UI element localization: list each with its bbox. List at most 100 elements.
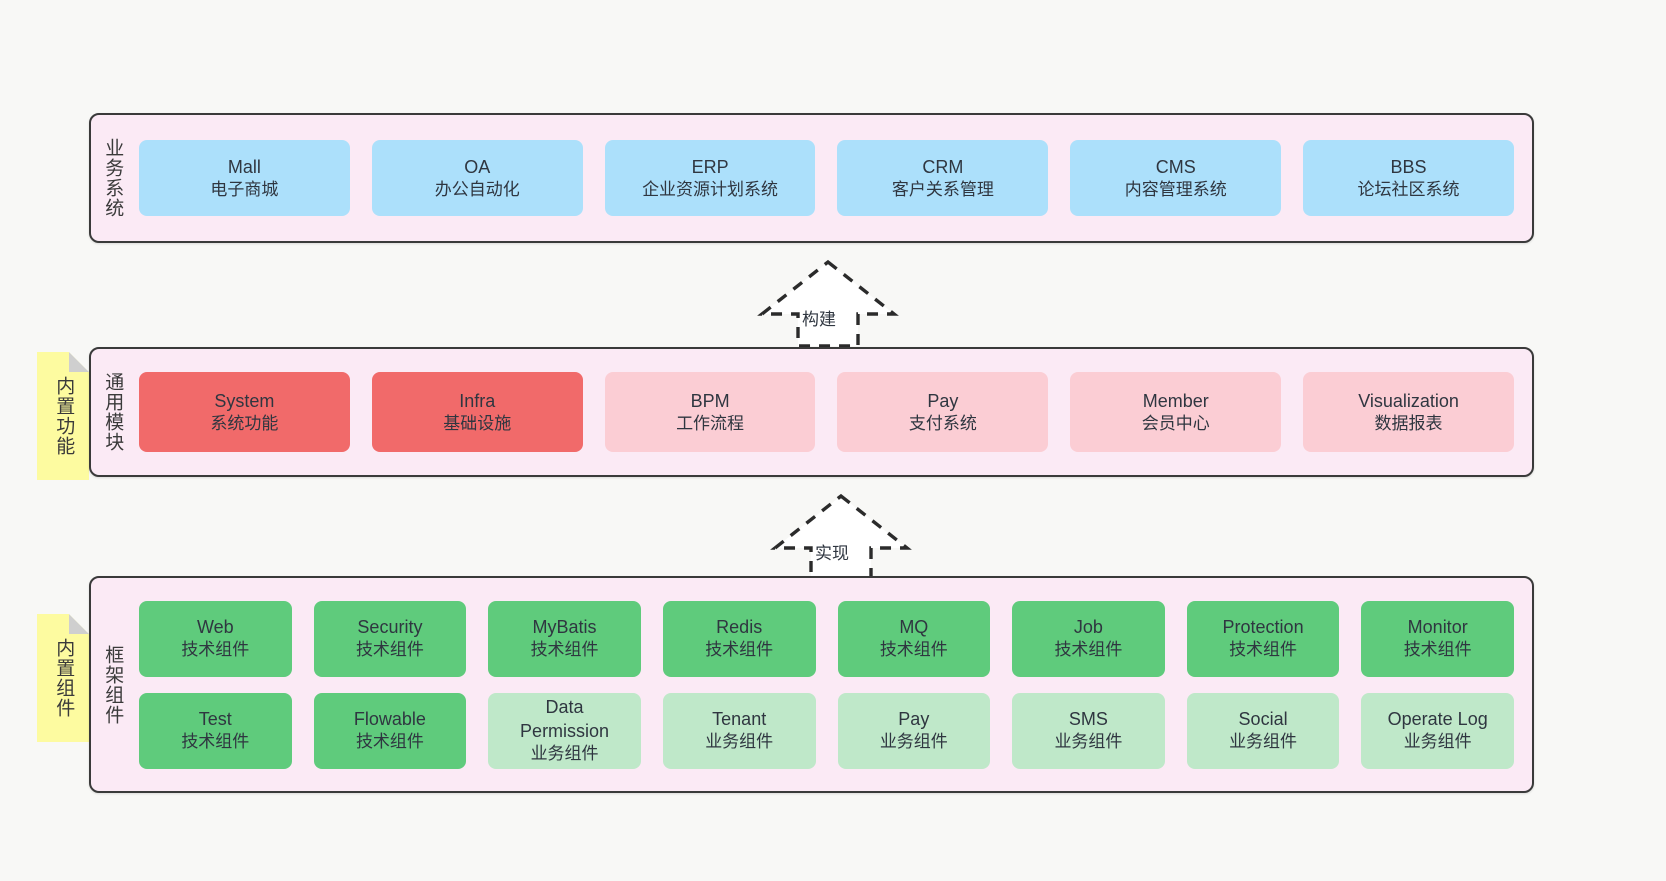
- card-infra-cn: 基础设施: [443, 413, 512, 433]
- card-member-en: Member: [1142, 390, 1209, 411]
- card-sms[interactable]: SMS 业务组件: [1012, 692, 1165, 769]
- card-web-cn: 技术组件: [181, 640, 250, 660]
- card-pay-module[interactable]: Pay 支付系统: [837, 372, 1049, 452]
- card-pay-module-cn: 支付系统: [908, 413, 977, 433]
- card-data-permission-en: Data Permission: [520, 697, 610, 742]
- card-test-en: Test: [198, 709, 232, 730]
- card-bpm-cn: 工作流程: [676, 413, 745, 433]
- card-visualization[interactable]: Visualization 数据报表: [1303, 372, 1514, 452]
- card-security-en: Security: [357, 617, 423, 638]
- connector-build-shape: [757, 259, 899, 348]
- card-monitor[interactable]: Monitor 技术组件: [1361, 600, 1514, 677]
- card-data-permission[interactable]: Data Permission 业务组件: [488, 692, 641, 769]
- layer-title-business-system: 业务系统: [102, 138, 124, 218]
- card-bbs[interactable]: BBS 论坛社区系统: [1303, 140, 1514, 216]
- card-mall-en: Mall: [227, 156, 261, 177]
- card-monitor-cn: 技术组件: [1403, 640, 1472, 660]
- card-bbs-en: BBS: [1390, 156, 1427, 177]
- card-mybatis-en: MyBatis: [532, 617, 597, 638]
- card-bpm[interactable]: BPM 工作流程: [604, 372, 816, 452]
- layer-title-common-module: 通用模块: [102, 372, 124, 452]
- card-redis-cn: 技术组件: [705, 640, 774, 660]
- connector-implement-label: 实现: [815, 544, 849, 563]
- card-security[interactable]: Security 技术组件: [313, 600, 467, 677]
- framework-tech-row: Web 技术组件 Security 技术组件 MyBatis 技术组件 Redi…: [139, 600, 1514, 677]
- card-flowable[interactable]: Flowable 技术组件: [313, 692, 467, 769]
- card-test[interactable]: Test 技术组件: [139, 692, 292, 769]
- card-social-en: Social: [1238, 709, 1288, 730]
- card-job[interactable]: Job 技术组件: [1012, 600, 1165, 677]
- card-flowable-cn: 技术组件: [355, 732, 424, 752]
- card-job-cn: 技术组件: [1054, 640, 1123, 660]
- card-data-permission-cn: 业务组件: [530, 744, 599, 764]
- card-mybatis[interactable]: MyBatis 技术组件: [488, 600, 641, 677]
- card-pay-component-en: Pay: [898, 709, 930, 730]
- card-crm-en: CRM: [922, 156, 964, 177]
- note-fold-icon: [69, 352, 89, 372]
- card-erp-cn: 企业资源计划系统: [642, 179, 779, 199]
- connector-build-label: 构建: [802, 310, 836, 329]
- card-tenant[interactable]: Tenant 业务组件: [662, 692, 816, 769]
- card-infra[interactable]: Infra 基础设施: [371, 372, 583, 452]
- card-web[interactable]: Web 技术组件: [139, 600, 292, 677]
- card-flowable-en: Flowable: [353, 709, 426, 730]
- layer-body-business-system: Mall 电子商城 OA 办公自动化 ERP 企业资源计划系统 CRM 客户关系…: [133, 115, 1532, 241]
- card-protection-cn: 技术组件: [1229, 640, 1298, 660]
- card-redis-en: Redis: [716, 617, 763, 638]
- card-cms-cn: 内容管理系统: [1124, 179, 1227, 199]
- card-crm-cn: 客户关系管理: [891, 179, 994, 199]
- note-builtin-function-label: 内置功能: [53, 376, 75, 456]
- card-protection[interactable]: Protection 技术组件: [1186, 600, 1340, 677]
- card-tenant-cn: 业务组件: [705, 732, 774, 752]
- card-cms-en: CMS: [1155, 156, 1196, 177]
- card-mall-cn: 电子商城: [210, 179, 279, 199]
- connector-build: 构建: [757, 258, 899, 350]
- layer-body-common-module: System 系统功能 Infra 基础设施 BPM 工作流程 Pay 支付系统…: [133, 349, 1532, 475]
- card-erp[interactable]: ERP 企业资源计划系统: [604, 140, 816, 216]
- connector-implement-shape: [770, 493, 912, 582]
- card-social[interactable]: Social 业务组件: [1186, 692, 1340, 769]
- connector-implement: 实现: [770, 492, 912, 584]
- card-web-en: Web: [196, 617, 234, 638]
- card-mq-en: MQ: [899, 617, 929, 638]
- card-pay-component-cn: 业务组件: [879, 732, 948, 752]
- layer-common-module: 通用模块 System 系统功能 Infra 基础设施 BPM 工作流程 Pay…: [89, 347, 1534, 477]
- layer-body-framework-component: Web 技术组件 Security 技术组件 MyBatis 技术组件 Redi…: [133, 578, 1532, 791]
- card-bpm-en: BPM: [690, 390, 730, 411]
- layer-framework-component: 框架组件 Web 技术组件 Security 技术组件 MyBatis 技术组件…: [89, 576, 1534, 793]
- card-pay-component[interactable]: Pay 业务组件: [837, 692, 991, 769]
- card-protection-en: Protection: [1222, 617, 1304, 638]
- framework-biz-row: Test 技术组件 Flowable 技术组件 Data Permission …: [139, 692, 1514, 769]
- note-builtin-function: 内置功能: [37, 352, 89, 480]
- card-redis[interactable]: Redis 技术组件: [662, 600, 816, 677]
- card-system-cn: 系统功能: [210, 413, 279, 433]
- card-bbs-cn: 论坛社区系统: [1357, 179, 1460, 199]
- card-erp-en: ERP: [691, 156, 729, 177]
- card-operate-log-cn: 业务组件: [1403, 732, 1472, 752]
- note-builtin-component-label: 内置组件: [53, 638, 75, 718]
- card-sms-cn: 业务组件: [1054, 732, 1123, 752]
- card-pay-module-en: Pay: [927, 390, 959, 411]
- card-member[interactable]: Member 会员中心: [1070, 372, 1282, 452]
- card-mall[interactable]: Mall 电子商城: [139, 140, 350, 216]
- card-mq-cn: 技术组件: [879, 640, 948, 660]
- card-mq[interactable]: MQ 技术组件: [837, 600, 991, 677]
- card-infra-en: Infra: [459, 390, 496, 411]
- card-member-cn: 会员中心: [1141, 413, 1210, 433]
- note-fold-icon: [69, 614, 89, 634]
- card-oa[interactable]: OA 办公自动化: [371, 140, 583, 216]
- card-tenant-en: Tenant: [712, 709, 767, 730]
- card-visualization-cn: 数据报表: [1374, 413, 1443, 433]
- card-crm[interactable]: CRM 客户关系管理: [837, 140, 1049, 216]
- card-system-en: System: [214, 390, 275, 411]
- card-social-cn: 业务组件: [1229, 732, 1298, 752]
- layer-business-system: 业务系统 Mall 电子商城 OA 办公自动化 ERP 企业资源计划系统 CRM…: [89, 113, 1534, 243]
- card-job-en: Job: [1073, 617, 1103, 638]
- card-operate-log[interactable]: Operate Log 业务组件: [1361, 692, 1514, 769]
- card-cms[interactable]: CMS 内容管理系统: [1070, 140, 1282, 216]
- card-oa-cn: 办公自动化: [434, 179, 520, 199]
- common-module-row: System 系统功能 Infra 基础设施 BPM 工作流程 Pay 支付系统…: [139, 372, 1514, 452]
- business-system-row: Mall 电子商城 OA 办公自动化 ERP 企业资源计划系统 CRM 客户关系…: [139, 140, 1514, 216]
- card-system[interactable]: System 系统功能: [139, 372, 350, 452]
- card-operate-log-en: Operate Log: [1387, 709, 1488, 730]
